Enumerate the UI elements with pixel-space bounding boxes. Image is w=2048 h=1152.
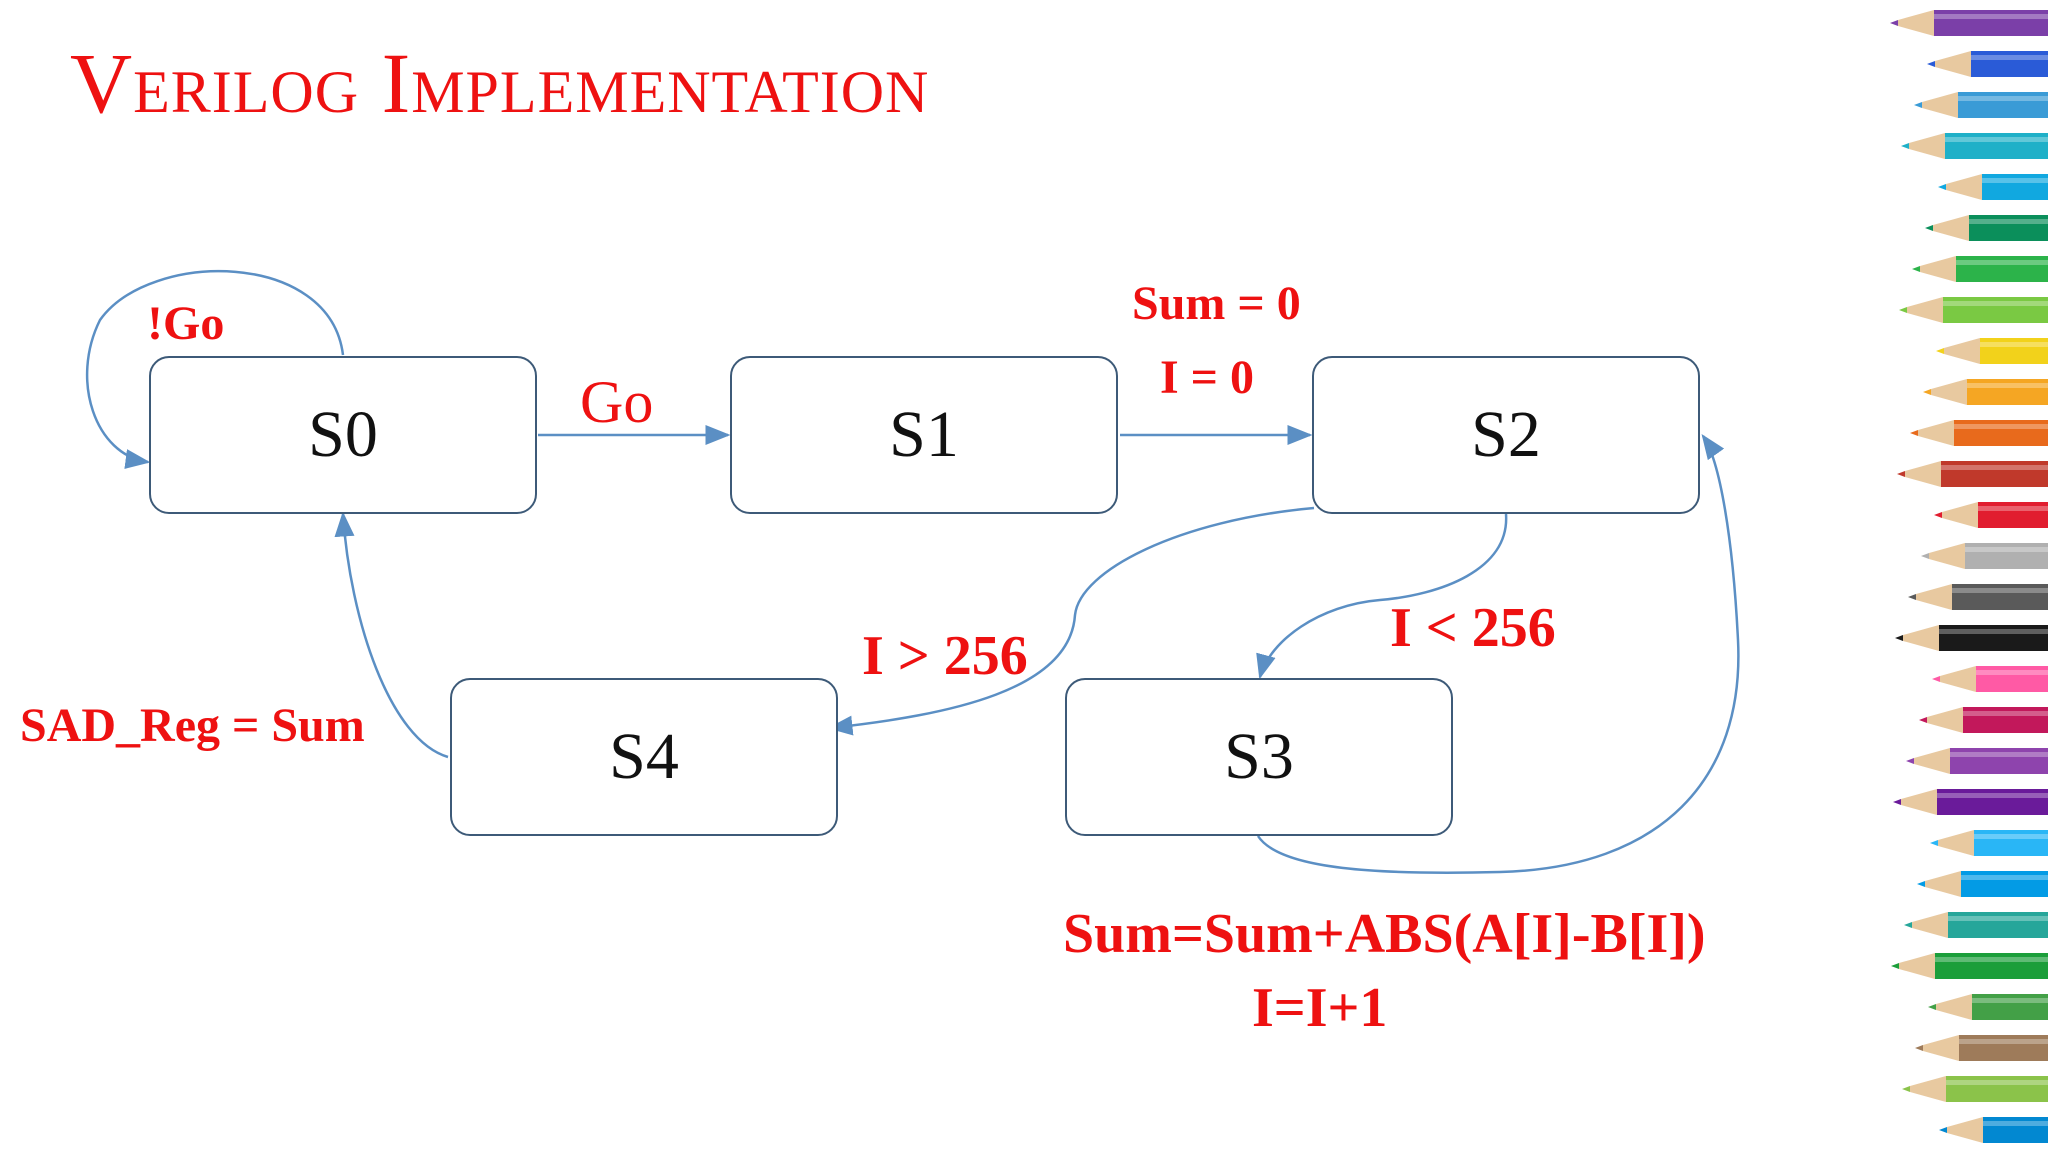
state-s1-label: S1 <box>889 398 959 471</box>
pencil <box>1917 871 2048 897</box>
pencil <box>1928 994 2048 1020</box>
label-not-go: !Go <box>147 297 225 350</box>
pencil <box>1904 912 2048 938</box>
state-s2: S2 <box>1312 356 1700 514</box>
pencil <box>1919 707 2048 733</box>
label-i-lt-256: I < 256 <box>1390 597 1556 659</box>
state-s1: S1 <box>730 356 1118 514</box>
pencil <box>1901 133 2048 159</box>
edge-s2-to-s4 <box>827 506 1315 736</box>
state-s3: S3 <box>1065 678 1453 836</box>
pencil <box>1893 789 2048 815</box>
pencil <box>1923 379 2048 405</box>
label-sum-update: Sum=Sum+ABS(A[I]-B[I]) <box>1063 903 1706 965</box>
pencil <box>1925 215 2048 241</box>
state-s3-label: S3 <box>1224 720 1294 793</box>
edge-s4-to-s0 <box>334 511 449 759</box>
label-go: Go <box>580 369 654 435</box>
label-i-init: I = 0 <box>1160 351 1255 404</box>
state-s2-label: S2 <box>1471 398 1541 471</box>
pencil <box>1932 666 2048 692</box>
pencil <box>1930 830 2048 856</box>
colored-pencils-decoration <box>1890 10 2048 1143</box>
edge-s0-self-loop <box>85 269 345 469</box>
pencil <box>1910 420 2048 446</box>
pencil <box>1897 461 2048 487</box>
pencil <box>1914 92 2048 118</box>
pencil <box>1921 543 2048 569</box>
pencil <box>1938 174 2048 200</box>
pencil <box>1891 953 2048 979</box>
label-i-increment: I=I+1 <box>1252 977 1388 1039</box>
label-sad-reg: SAD_Reg = Sum <box>20 699 365 752</box>
pencil <box>1890 10 2048 36</box>
edge-s2-to-s3 <box>1256 513 1508 680</box>
pencil <box>1927 51 2048 77</box>
label-i-gt-256: I > 256 <box>862 625 1028 687</box>
pencil <box>1939 1117 2048 1143</box>
pencil <box>1908 584 2048 610</box>
state-s0-label: S0 <box>308 398 378 471</box>
state-s0: S0 <box>149 356 537 514</box>
pencil <box>1902 1076 2048 1102</box>
pencil <box>1936 338 2048 364</box>
pencil <box>1899 297 2048 323</box>
label-sum-init: Sum = 0 <box>1132 277 1301 330</box>
slide-title: Verilog Implementation <box>70 35 930 131</box>
edge-s3-to-s2 <box>1256 433 1740 874</box>
pencil <box>1915 1035 2048 1061</box>
state-s4-label: S4 <box>609 720 679 793</box>
pencil <box>1934 502 2048 528</box>
state-s4: S4 <box>450 678 838 836</box>
pencil <box>1906 748 2048 774</box>
pencil <box>1895 625 2048 651</box>
pencil <box>1912 256 2048 282</box>
